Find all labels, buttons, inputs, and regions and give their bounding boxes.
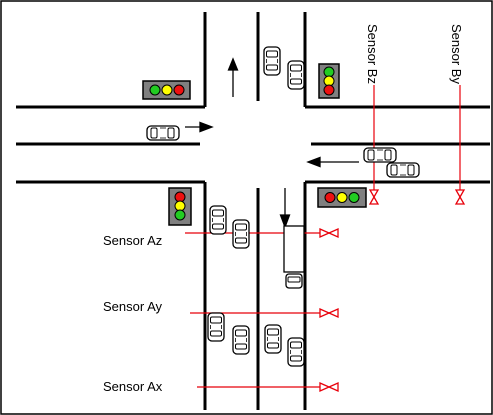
arrow-up-icon [227,57,239,97]
car-icon [207,312,225,342]
car-icon [209,205,227,235]
sensor-ax-label: Sensor Ax [103,379,163,394]
arrow-right-icon [185,121,214,133]
car-icon [264,324,282,354]
car-icon [363,147,397,163]
sensor-ax-icon [319,382,339,392]
car-icon [232,325,250,355]
arrow-down-icon [279,188,291,229]
sensor-bz-icon [369,189,379,205]
road-edges [16,12,490,410]
arrow-left-icon [306,156,359,168]
car-icon [386,162,420,178]
lane-dividers [16,12,490,410]
car-icon [263,46,281,76]
sensor-ay-icon [319,308,339,318]
traffic-light-south-west [168,187,192,226]
sensor-bz-label: Sensor Bz [365,24,380,84]
sensor-az-label: Sensor Az [103,233,162,248]
car-icon [287,337,305,367]
car-icon [146,125,180,141]
traffic-light-south-east [317,187,367,208]
traffic-light-north-west [142,80,191,100]
car-icon [287,60,305,90]
traffic-light-north-east [318,63,340,99]
sensor-az-icon [319,228,339,238]
sensor-by-icon [455,189,465,205]
sensor-ay-label: Sensor Ay [103,299,163,314]
car-icon [232,219,250,249]
truck-icon [283,225,305,289]
sensor-by-label: Sensor By [449,24,464,84]
direction-arrows [185,57,359,229]
